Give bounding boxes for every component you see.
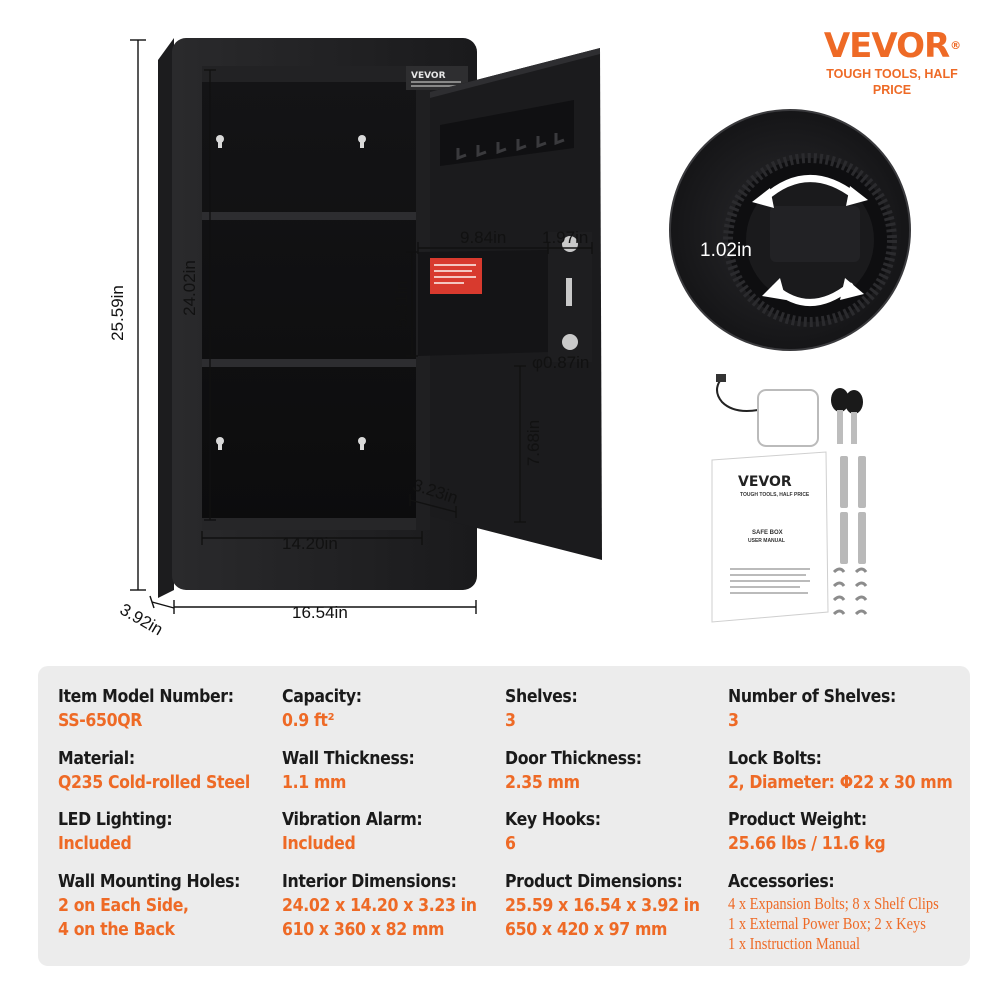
- spec-interior-dimensions: Interior Dimensions:24.02 x 14.20 x 3.23…: [282, 872, 477, 940]
- dim-interior-width: 14.20in: [282, 534, 338, 553]
- dim-door-panel-height: 5.31in: [392, 280, 411, 328]
- specs-panel: [38, 666, 970, 966]
- mounting-holes: [216, 135, 366, 450]
- dim-outer-height: 25.59in: [108, 285, 127, 341]
- key-hooks: [456, 133, 565, 161]
- spec-key-hooks: Key Hooks:6: [505, 810, 601, 854]
- spec-lock-bolts: Lock Bolts:2, Diameter: Φ22 x 30 mm: [728, 749, 953, 793]
- dim-knob-diameter: 1.02in: [700, 240, 752, 261]
- spec-product-dimensions: Product Dimensions:25.59 x 16.54 x 3.92 …: [505, 872, 700, 940]
- spec-number-of-shelves: Number of Shelves:3: [728, 687, 896, 731]
- spec-accessories: Accessories: 4 x Expansion Bolts; 8 x Sh…: [728, 872, 939, 953]
- brand-logo: VEVOR®: [823, 26, 961, 66]
- manual-subtitle: USER MANUAL: [748, 538, 785, 544]
- instruction-manual: [711, 451, 829, 623]
- brand-block: VEVOR® TOUGH TOOLS, HALF PRICE: [812, 28, 972, 98]
- dim-keyhole-diameter: φ0.87in: [532, 353, 590, 372]
- spec-vibration-alarm: Vibration Alarm:Included: [282, 810, 423, 854]
- key-hook-bar: [440, 100, 574, 166]
- shelf: [202, 359, 424, 367]
- brand-tagline: TOUGH TOOLS, HALF PRICE: [826, 67, 958, 97]
- dim-door-panel-width: 9.84in: [460, 228, 507, 247]
- keyhole: [562, 334, 578, 350]
- safe-side-wall: [158, 38, 174, 598]
- dim-interior-height: 24.02in: [180, 260, 199, 316]
- manual-brand: VEVOR: [738, 474, 792, 490]
- spec-led: LED Lighting:Included: [58, 810, 173, 854]
- spec-wall-thickness: Wall Thickness:1.1 mm: [282, 749, 415, 793]
- spec-capacity: Capacity:0.9 ft²: [282, 687, 362, 731]
- safe-plate-brand: VEVOR: [411, 71, 446, 81]
- spec-product-weight: Product Weight:25.66 lbs / 11.6 kg: [728, 810, 886, 854]
- manual-tagline: TOUGH TOOLS, HALF PRICE: [740, 492, 810, 498]
- safe-interior: [202, 66, 424, 528]
- spec-material: Material:Q235 Cold-rolled Steel: [58, 749, 250, 793]
- dimension-lines: [130, 39, 760, 614]
- spec-model: Item Model Number:SS-650QR: [58, 687, 234, 731]
- spec-door-thickness: Door Thickness:2.35 mm: [505, 749, 642, 793]
- knob-closeup: [669, 109, 911, 351]
- safe-illustration: VEVOR: [130, 38, 911, 623]
- shelf: [202, 212, 424, 220]
- expansion-bolts: [840, 456, 866, 564]
- dim-door-lower-height: 7.68in: [524, 419, 543, 467]
- manual-title: SAFE BOX: [752, 530, 783, 536]
- dim-lock-width: 1.97in: [542, 228, 589, 247]
- power-box: [757, 389, 819, 447]
- spec-mounting-holes: Wall Mounting Holes:2 on Each Side,4 on …: [58, 872, 241, 940]
- accessories: VEVOR TOUGH TOOLS, HALF PRICE SAFE BOX U…: [711, 374, 868, 623]
- shelf-clips: [832, 567, 868, 616]
- spec-shelves: Shelves:3: [505, 687, 578, 731]
- dim-outer-width: 16.54in: [292, 603, 348, 622]
